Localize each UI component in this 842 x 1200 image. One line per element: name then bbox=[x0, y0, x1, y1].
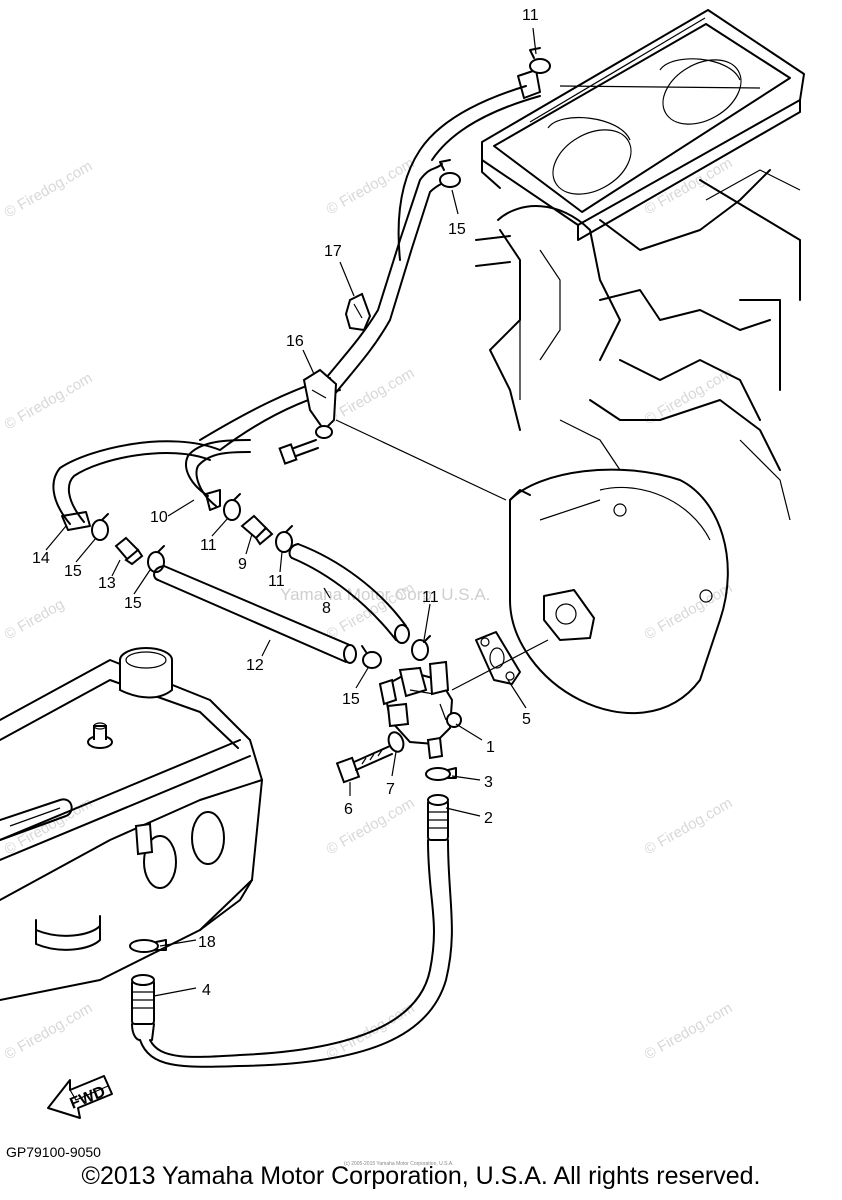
bolt bbox=[335, 745, 393, 784]
watermark-7: © Firedog bbox=[2, 596, 68, 644]
callout-3: 3 bbox=[484, 774, 493, 791]
hose-8 bbox=[288, 543, 410, 644]
fwd-arrow: FWD bbox=[47, 1075, 113, 1119]
fine-print: (c) 2005-2015 Yamaha Motor Corporation, … bbox=[344, 1161, 454, 1167]
washer bbox=[387, 731, 405, 753]
clamp-11-right bbox=[275, 525, 293, 553]
hose-4 bbox=[131, 974, 155, 1041]
oil-pump bbox=[378, 660, 462, 760]
callout-11-mid: 11 bbox=[200, 537, 217, 554]
watermark-11: © Firedog.com bbox=[324, 794, 418, 858]
watermark-12: © Firedog.com bbox=[642, 794, 736, 858]
mount-line bbox=[451, 639, 549, 691]
callout-8: 8 bbox=[322, 600, 331, 617]
clamp-15-pump bbox=[361, 645, 382, 669]
hose-10 bbox=[185, 439, 251, 511]
watermark-5: © Firedog.com bbox=[324, 364, 418, 428]
clamp-11-top bbox=[529, 47, 551, 74]
clamp-15-left bbox=[91, 513, 109, 541]
callout-5: 5 bbox=[522, 711, 531, 728]
watermark-6: © Firedog.com bbox=[642, 364, 736, 428]
callout-10: 10 bbox=[150, 509, 168, 526]
bracket-16 bbox=[278, 368, 507, 501]
clamp-15-top bbox=[439, 159, 461, 188]
callout-18: 18 bbox=[198, 934, 216, 951]
watermark-13: © Firedog.com bbox=[2, 999, 96, 1063]
callout-1: 1 bbox=[486, 739, 495, 756]
callout-leaders bbox=[45, 27, 537, 997]
callout-15-top: 15 bbox=[448, 221, 466, 238]
hose-upper bbox=[397, 69, 541, 261]
callout-11-top: 11 bbox=[522, 7, 539, 24]
callout-16: 16 bbox=[286, 333, 304, 350]
callout-6: 6 bbox=[344, 801, 353, 818]
gasket bbox=[475, 631, 521, 685]
callout-15-pump: 15 bbox=[342, 691, 360, 708]
watermark-center: Yamaha Motor Corp, U.S.A. bbox=[280, 585, 490, 604]
drawing-code: GP79100-9050 bbox=[6, 1144, 101, 1160]
clamp-15-mid bbox=[147, 545, 165, 573]
callout-14: 14 bbox=[32, 550, 50, 567]
callout-11-pump: 11 bbox=[422, 589, 439, 606]
watermark-15: © Firedog.com bbox=[642, 999, 736, 1063]
pump-flange bbox=[543, 589, 595, 641]
callout-7: 7 bbox=[386, 781, 395, 798]
callout-11-right: 11 bbox=[268, 573, 285, 590]
copyright-notice: ©2013 Yamaha Motor Corporation, U.S.A. A… bbox=[81, 1162, 761, 1190]
watermark-4: © Firedog.com bbox=[2, 369, 96, 433]
callout-15-mid: 15 bbox=[124, 595, 142, 612]
connector-13 bbox=[114, 536, 144, 566]
hose-14 bbox=[52, 440, 221, 531]
callout-15-left: 15 bbox=[64, 563, 82, 580]
hose-12 bbox=[153, 565, 357, 664]
callout-13: 13 bbox=[98, 575, 116, 592]
callout-4: 4 bbox=[202, 982, 211, 999]
watermark-9: © Firedog.com bbox=[642, 579, 736, 643]
callout-17: 17 bbox=[324, 243, 342, 260]
clamp-11-pump bbox=[411, 635, 431, 661]
callout-9: 9 bbox=[238, 556, 247, 573]
clamp-3 bbox=[425, 767, 457, 781]
hose-2 bbox=[139, 794, 453, 1068]
connector-9 bbox=[240, 514, 274, 546]
bracket-17 bbox=[344, 292, 372, 332]
flywheel-cover bbox=[509, 468, 729, 715]
callout-12: 12 bbox=[246, 657, 264, 674]
clamp-11-mid bbox=[223, 493, 241, 521]
callout-2: 2 bbox=[484, 810, 493, 827]
engine-block bbox=[475, 9, 805, 521]
oil-tank bbox=[0, 647, 263, 1001]
callout-numbers: 11 15 17 16 10 14 15 13 15 11 9 11 8 11 … bbox=[32, 7, 539, 999]
watermark-1: © Firedog.com bbox=[2, 157, 96, 221]
